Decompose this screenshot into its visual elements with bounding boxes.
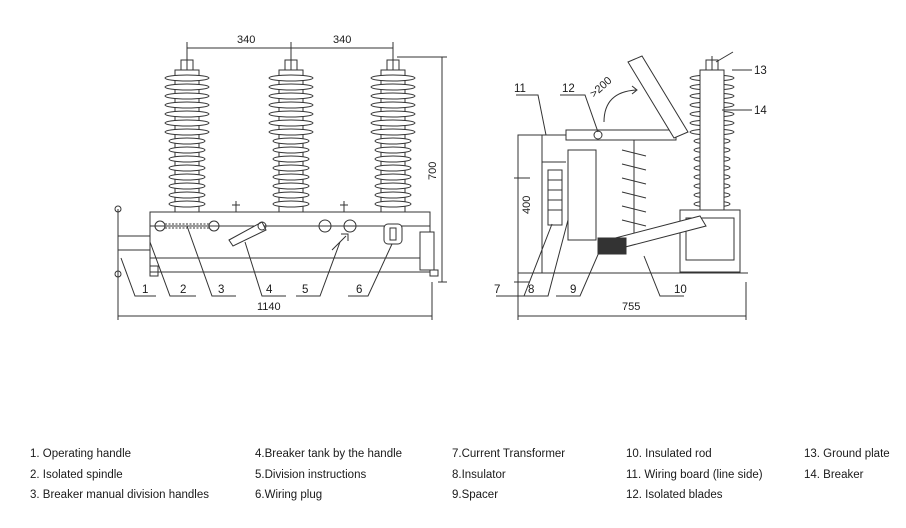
division-instructions bbox=[232, 201, 357, 251]
callout-3: 3 bbox=[218, 284, 224, 296]
legend-item: 10. Insulated rod bbox=[626, 448, 712, 460]
legend-item: 13. Ground plate bbox=[804, 448, 890, 460]
wiring-board bbox=[565, 129, 677, 141]
callout-10: 10 bbox=[674, 284, 687, 296]
legend-item: 14. Breaker bbox=[804, 468, 864, 481]
spacer bbox=[567, 149, 597, 241]
dim-height: 700 bbox=[427, 162, 439, 180]
isolated-blade bbox=[627, 55, 689, 139]
legend-item: 6.Wiring plug bbox=[255, 489, 323, 501]
isolated-spindle bbox=[117, 235, 151, 251]
callout-2: 2 bbox=[180, 284, 186, 296]
legend-column-5: 13. Ground plate 14. Breaker bbox=[804, 444, 890, 485]
callout-8: 8 bbox=[528, 284, 534, 296]
callout-1: 1 bbox=[142, 284, 148, 296]
linkage bbox=[597, 215, 707, 255]
legend-item: 3. Breaker manual division handles bbox=[30, 489, 209, 501]
callout-12: 12 bbox=[562, 83, 575, 95]
callout-6: 6 bbox=[356, 284, 362, 296]
breaker-pole bbox=[699, 51, 734, 221]
dim-side-width: 755 bbox=[622, 301, 640, 313]
legend-item: 7.Current Transformer bbox=[452, 448, 566, 460]
side-callouts: 11 12 13 14 7 8 9 10 bbox=[494, 65, 767, 297]
legend-item: 9.Spacer bbox=[452, 489, 499, 501]
legend-column-3: 7.Current Transformer 8.Insulator 9.Spac… bbox=[452, 444, 565, 506]
tank-handle bbox=[228, 221, 267, 247]
legend-item: 2. Isolated spindle bbox=[30, 468, 123, 481]
side-view bbox=[517, 51, 748, 274]
legend-item: 11. Wiring board (line side) bbox=[626, 468, 763, 481]
dim-spacing-right: 340 bbox=[333, 34, 351, 46]
callout-4: 4 bbox=[266, 284, 273, 296]
callout-11: 11 bbox=[514, 83, 526, 95]
front-callouts: 1 2 3 4 5 6 bbox=[120, 225, 393, 297]
dim-angle: >200 bbox=[588, 75, 614, 100]
dim-width: 1140 bbox=[257, 301, 281, 313]
insulated-rod bbox=[621, 140, 647, 240]
legend-column-4: 10. Insulated rod 11. Wiring board (line… bbox=[626, 444, 763, 506]
callout-7: 7 bbox=[494, 284, 500, 296]
legend-item: 5.Division instructions bbox=[255, 468, 367, 481]
legend-column-2: 4.Breaker tank by the handle 5.Division … bbox=[255, 444, 402, 506]
callout-5: 5 bbox=[302, 284, 308, 296]
parts-legend: 1. Operating handle 2. Isolated spindle … bbox=[0, 444, 906, 514]
callout-13: 13 bbox=[754, 65, 767, 77]
callout-9: 9 bbox=[570, 284, 576, 296]
front-view bbox=[114, 52, 735, 282]
legend-item: 8.Insulator bbox=[452, 468, 506, 481]
dim-spacing-left: 340 bbox=[237, 34, 255, 46]
manual-division-handle bbox=[154, 220, 220, 232]
callout-14: 14 bbox=[754, 105, 767, 117]
legend-item: 12. Isolated blades bbox=[626, 489, 723, 501]
dim-side-height: 400 bbox=[521, 196, 533, 214]
legend-item: 1. Operating handle bbox=[30, 448, 132, 460]
current-transformer bbox=[547, 169, 563, 226]
legend-item: 4.Breaker tank by the handle bbox=[255, 448, 403, 460]
legend-column-1: 1. Operating handle 2. Isolated spindle … bbox=[30, 444, 209, 506]
wiring-plug bbox=[383, 223, 403, 245]
front-dimensions: 340 340 700 1140 bbox=[117, 34, 447, 320]
